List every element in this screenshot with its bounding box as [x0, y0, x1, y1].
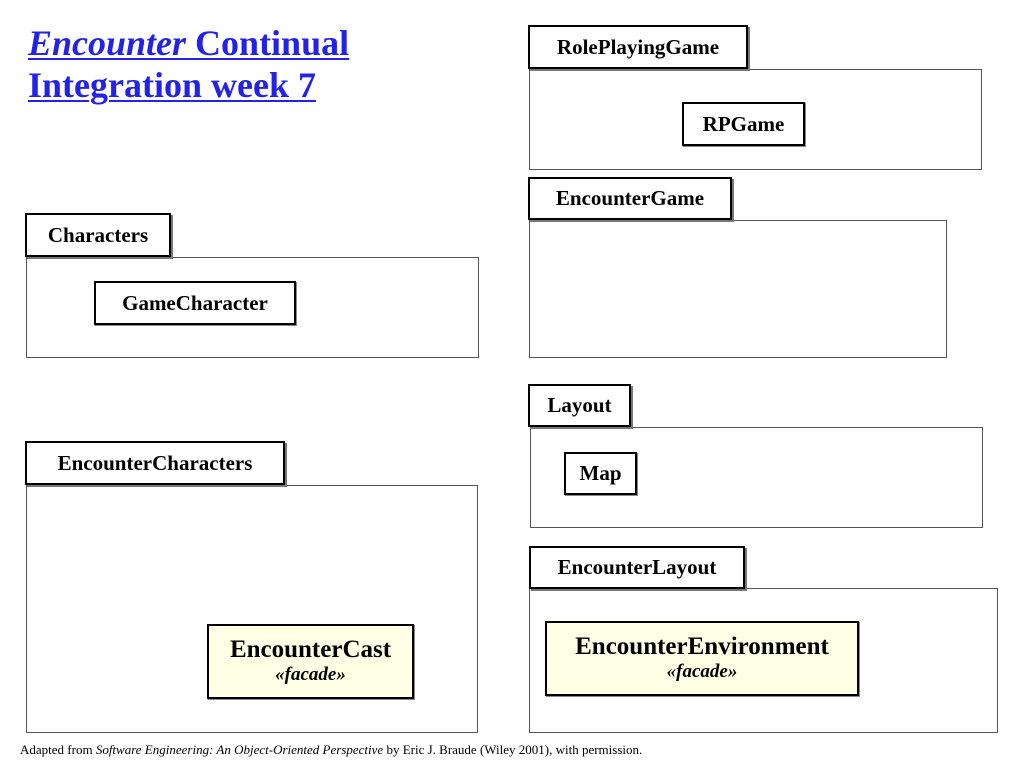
title-line-2: Integration week 7 [28, 65, 316, 106]
package-body-encountergame [529, 220, 947, 358]
title-emphasis: Encounter [28, 23, 187, 63]
package-tab-encounterlayout: EncounterLayout [529, 546, 745, 589]
class-rpgame: RPGame [682, 102, 805, 146]
package-tab-layout: Layout [528, 384, 631, 427]
citation-footer: Adapted from Software Engineering: An Ob… [20, 742, 642, 758]
package-tab-roleplayinggame: RolePlayingGame [528, 25, 748, 69]
package-tab-characters: Characters [25, 213, 171, 257]
class-encounterenvironment-name: EncounterEnvironment [575, 632, 829, 660]
footer-prefix: Adapted from [20, 742, 96, 757]
class-encounterenvironment-stereotype: «facade» [666, 661, 738, 683]
class-encountercast-stereotype: «facade» [275, 664, 346, 686]
footer-book-title: Software Engineering: An Object-Oriented… [95, 742, 384, 757]
slide-title: Encounter Continual Integration week 7 [28, 22, 349, 107]
class-gamecharacter: GameCharacter [94, 281, 296, 325]
class-encountercast: EncounterCast «facade» [207, 624, 414, 699]
footer-suffix: by Eric J. Braude (Wiley 2001), with per… [383, 742, 643, 757]
package-tab-encountergame: EncounterGame [528, 177, 732, 220]
class-map: Map [564, 452, 637, 495]
title-line-1-rest: Continual [186, 23, 350, 63]
package-tab-encountercharacters: EncounterCharacters [25, 441, 285, 485]
class-encounterenvironment: EncounterEnvironment «facade» [545, 621, 859, 696]
title-line-1: Encounter Continual [28, 22, 349, 64]
class-encountercast-name: EncounterCast [229, 635, 392, 663]
